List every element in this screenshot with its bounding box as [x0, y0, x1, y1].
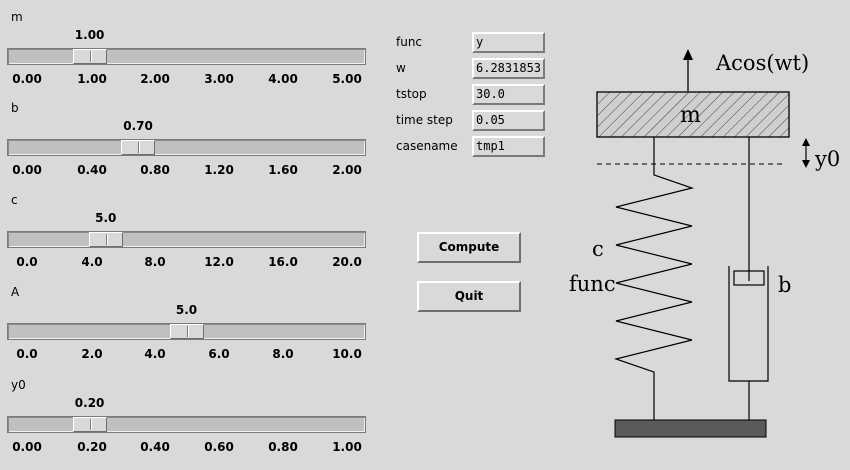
slider-track-a[interactable]	[7, 323, 366, 340]
slider-tick-label: 8.0	[272, 347, 294, 361]
slider-tick-label: 0.40	[77, 163, 107, 177]
slider-tick-label: 4.00	[268, 72, 298, 86]
slider-tick-label: 1.00	[332, 440, 362, 454]
param-entry-tstop[interactable]: 30.0	[472, 84, 545, 105]
slider-track-y0[interactable]	[7, 416, 366, 433]
slider-tick-label: 0.20	[77, 440, 107, 454]
param-label-casename: casename	[396, 139, 458, 153]
slider-value-m: 1.00	[74, 28, 105, 42]
slider-tick-label: 20.0	[332, 255, 362, 269]
force-arrow-head	[683, 49, 693, 60]
slider-tick-label: 0.00	[12, 72, 42, 86]
param-entry-func[interactable]: y	[472, 32, 545, 53]
slider-tick-label: 1.00	[77, 72, 107, 86]
slider-track-b[interactable]	[7, 139, 366, 156]
param-label-time-step: time step	[396, 113, 453, 127]
slider-tick-label: 0.0	[16, 255, 38, 269]
slider-value-b: 0.70	[123, 119, 153, 133]
slider-tick-label: 3.00	[204, 72, 234, 86]
slider-tick-label: 0.60	[204, 440, 234, 454]
slider-tick-label: 0.0	[16, 347, 38, 361]
spring-label: c	[592, 237, 604, 261]
param-entry-time-step[interactable]: 0.05	[472, 110, 545, 131]
slider-tick-label: 2.00	[332, 163, 362, 177]
slider-value-y0: 0.20	[74, 396, 105, 410]
slider-tick-label: 6.0	[208, 347, 230, 361]
param-label-tstop: tstop	[396, 87, 427, 101]
slider-label-c: c	[11, 193, 18, 207]
slider-thumb-b[interactable]	[121, 140, 156, 155]
slider-tick-label: 16.0	[268, 255, 298, 269]
slider-label-a: A	[11, 285, 20, 299]
quit-button[interactable]: Quit	[417, 281, 521, 312]
displacement-label: y0	[814, 147, 840, 171]
damper-cylinder	[728, 266, 769, 382]
slider-thumb-c[interactable]	[88, 232, 123, 247]
slider-value-c: 5.0	[95, 211, 117, 225]
slider-thumb-m[interactable]	[72, 49, 107, 64]
slider-track-c[interactable]	[7, 231, 366, 248]
mass-spring-damper-figure: Acos(wt) m y0 c func b	[569, 49, 840, 438]
param-entry-w[interactable]: 6.2831853	[472, 58, 545, 79]
spring	[613, 137, 695, 420]
param-label-w: w	[396, 61, 406, 75]
slider-track-m[interactable]	[7, 48, 366, 65]
damper-piston	[733, 270, 765, 286]
slider-tick-label: 5.00	[332, 72, 362, 86]
slider-value-a: 5.0	[175, 303, 198, 317]
spring-func-label: func	[569, 272, 616, 296]
slider-tick-label: 0.00	[12, 440, 42, 454]
mass-label: m	[680, 103, 701, 128]
param-entry-casename[interactable]: tmp1	[472, 136, 545, 157]
slider-tick-label: 4.0	[81, 255, 103, 269]
slider-tick-label: 0.00	[12, 163, 42, 177]
slider-label-m: m	[11, 10, 23, 24]
slider-tick-label: 4.0	[144, 347, 166, 361]
slider-tick-label: 2.00	[140, 72, 170, 86]
slider-label-y0: y0	[11, 378, 26, 392]
compute-button[interactable]: Compute	[417, 232, 521, 263]
mass-block	[596, 91, 790, 138]
slider-tick-label: 8.0	[144, 255, 166, 269]
slider-tick-label: 0.80	[140, 163, 170, 177]
slider-tick-label: 0.80	[268, 440, 298, 454]
param-label-func: func	[396, 35, 423, 49]
slider-tick-label: 10.0	[332, 347, 362, 361]
slider-tick-label: 1.60	[268, 163, 298, 177]
slider-label-b: b	[11, 101, 19, 115]
slider-thumb-a[interactable]	[169, 324, 204, 339]
slider-tick-label: 1.20	[204, 163, 234, 177]
slider-tick-label: 12.0	[204, 255, 234, 269]
slider-tick-label: 0.40	[140, 440, 170, 454]
force-label: Acos(wt)	[715, 51, 809, 75]
slider-thumb-y0[interactable]	[72, 417, 107, 432]
ground	[614, 419, 767, 438]
slider-tick-label: 2.0	[81, 347, 103, 361]
damper-label: b	[778, 273, 791, 297]
